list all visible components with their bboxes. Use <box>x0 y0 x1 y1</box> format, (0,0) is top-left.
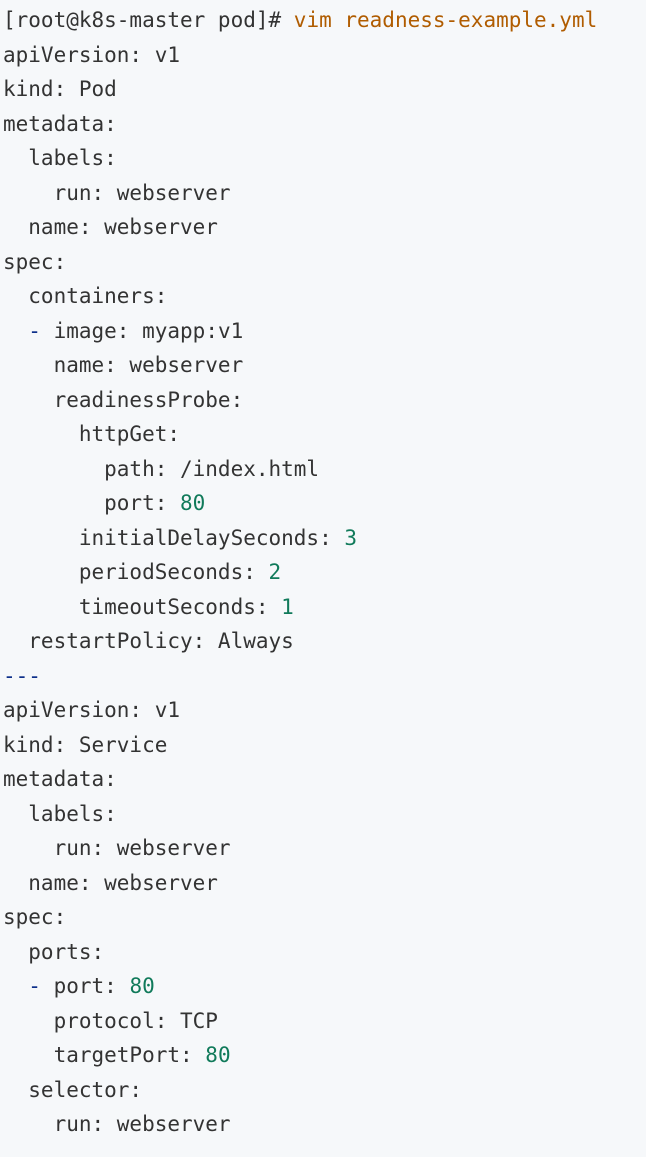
code-text: name: webserver <box>3 215 218 239</box>
code-line: protocol: TCP <box>3 1004 646 1039</box>
code-line: port: 80 <box>3 486 646 521</box>
code-line: run: webserver <box>3 1107 646 1142</box>
code-line: selector: <box>3 1073 646 1108</box>
code-number: 80 <box>129 974 155 998</box>
code-line: periodSeconds: 2 <box>3 555 646 590</box>
code-line: timeoutSeconds: 1 <box>3 590 646 625</box>
code-text: protocol: TCP <box>3 1008 218 1033</box>
code-text <box>3 974 28 998</box>
code-text: path: /index.html <box>3 456 320 481</box>
code-text: metadata: <box>3 767 117 791</box>
code-line: - port: 80 <box>3 969 646 1004</box>
code-text: run: webserver <box>3 836 231 860</box>
code-text: name: webserver <box>3 353 244 377</box>
code-text: kind: Pod <box>3 77 117 101</box>
code-text: httpGet: <box>3 422 181 446</box>
code-line: name: webserver <box>3 348 646 383</box>
code-line: apiVersion: v1 <box>3 693 646 728</box>
code-text: periodSeconds: <box>3 560 269 584</box>
shell-prompt: [root@k8s-master pod]# <box>3 8 294 32</box>
code-text: labels: <box>3 146 117 170</box>
code-line: ports: <box>3 935 646 970</box>
code-number: 80 <box>205 1043 231 1067</box>
code-line: spec: <box>3 900 646 935</box>
code-number: 3 <box>344 525 358 550</box>
code-line: containers: <box>3 279 646 314</box>
shell-command: vim readness-example.yml <box>293 8 598 32</box>
code-text: name: webserver <box>3 870 218 895</box>
code-line: kind: Pod <box>3 72 646 107</box>
code-text: apiVersion: v1 <box>3 42 181 67</box>
code-number: 80 <box>180 491 206 515</box>
code-number: 1 <box>281 594 294 619</box>
code-line: metadata: <box>3 107 646 142</box>
yaml-content: apiVersion: v1 kind: Pod metadata: labels:… <box>3 38 646 1142</box>
code-line: name: webserver <box>3 210 646 245</box>
code-text: port: <box>3 491 181 515</box>
terminal-prompt-line: [root@k8s-master pod]# vim readness-exam… <box>3 3 646 38</box>
code-line: path: /index.html <box>3 452 646 487</box>
code-text: timeoutSeconds: <box>3 594 282 619</box>
code-text: run: webserver <box>3 180 231 205</box>
code-line: run: webserver <box>3 831 646 866</box>
document-separator: --- <box>3 663 41 688</box>
code-line: targetPort: 80 <box>3 1038 646 1073</box>
code-text: metadata: <box>3 111 117 136</box>
code-line: - image: myapp:v1 <box>3 314 646 349</box>
code-line: apiVersion: v1 <box>3 38 646 73</box>
code-text: containers: <box>3 284 168 308</box>
code-text: restartPolicy: Always <box>3 629 294 653</box>
list-dash: - <box>28 974 41 998</box>
code-text: initialDelaySeconds: <box>3 525 345 550</box>
code-text: kind: Service <box>3 732 168 757</box>
list-dash: - <box>28 318 41 343</box>
code-text: apiVersion: v1 <box>3 698 181 722</box>
code-line: kind: Service <box>3 728 646 763</box>
code-text: image: myapp:v1 <box>40 318 244 343</box>
code-text: run: webserver <box>3 1112 231 1136</box>
code-line: initialDelaySeconds: 3 <box>3 521 646 556</box>
code-text: spec: <box>3 905 67 929</box>
code-text: ports: <box>3 939 105 964</box>
code-line: metadata: <box>3 762 646 797</box>
code-line: labels: <box>3 797 646 832</box>
code-number: 2 <box>268 560 282 584</box>
code-text: readinessProbe: <box>3 387 244 412</box>
code-line: restartPolicy: Always <box>3 624 646 659</box>
code-line: spec: <box>3 245 646 280</box>
code-line: run: webserver <box>3 176 646 211</box>
code-line: labels: <box>3 141 646 176</box>
code-text: spec: <box>3 249 67 274</box>
code-line: --- <box>3 659 646 694</box>
code-line: name: webserver <box>3 866 646 901</box>
code-text: labels: <box>3 801 117 826</box>
code-text: selector: <box>3 1077 143 1102</box>
code-text: port: <box>40 974 130 998</box>
code-text: targetPort: <box>3 1043 206 1067</box>
code-line: readinessProbe: <box>3 383 646 418</box>
code-line: httpGet: <box>3 417 646 452</box>
code-text <box>3 319 28 343</box>
